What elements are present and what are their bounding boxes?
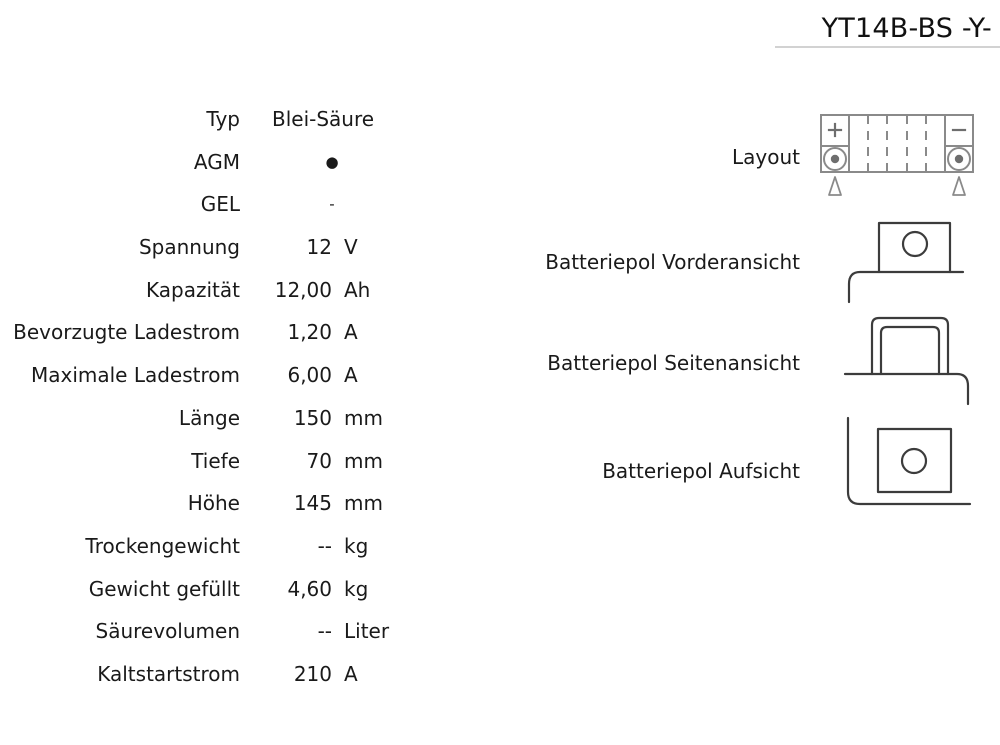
spec-value: 145	[293, 491, 332, 516]
spec-row: Bevorzugte Ladestrom 1,20 A	[0, 319, 420, 362]
spec-label: Trockengewicht	[85, 533, 240, 558]
spec-row: Maximale Ladestrom 6,00 A	[0, 362, 420, 405]
spec-row: Höhe 145 mm	[0, 490, 420, 533]
spec-value: Blei-Säure	[272, 107, 375, 131]
title-divider	[775, 46, 1000, 48]
spec-value: -	[329, 195, 335, 214]
spec-value: --	[317, 619, 332, 644]
spec-label: Typ	[206, 107, 240, 131]
spec-value: 4,60	[287, 576, 332, 601]
battery-terminal-top-view-icon	[846, 416, 972, 506]
battery-model-title: YT14B-BS -Y-	[821, 13, 992, 44]
spec-row: Spannung 12 V	[0, 234, 420, 277]
positive-terminal-dot	[830, 154, 840, 164]
spec-row: Gewicht gefüllt 4,60 kg	[0, 576, 420, 619]
diagram-label-layout: Layout	[732, 145, 800, 169]
spec-value: 70	[306, 448, 332, 473]
spec-row: Säurevolumen -- Liter	[0, 618, 420, 661]
spec-unit: A	[344, 363, 358, 388]
battery-terminal-front-view-icon	[847, 221, 965, 304]
spec-value: --	[317, 533, 332, 558]
spec-label: Höhe	[187, 491, 240, 516]
spec-unit: V	[344, 235, 358, 260]
diagram-label-front-view: Batteriepol Vorderansicht	[545, 250, 800, 274]
spec-row: Kapazität 12,00 Ah	[0, 277, 420, 320]
spec-label: Kapazität	[146, 277, 240, 302]
spec-value: 6,00	[287, 363, 332, 388]
spec-value: 12	[306, 235, 332, 260]
spec-row: Tiefe 70 mm	[0, 448, 420, 491]
spec-unit: A	[344, 320, 358, 345]
spec-row: Länge 150 mm	[0, 405, 420, 448]
spec-label: Gewicht gefüllt	[88, 576, 240, 601]
battery-layout-icon	[820, 114, 974, 196]
spec-value: ●	[325, 152, 339, 171]
spec-row: Trockengewicht -- kg	[0, 533, 420, 576]
spec-label: Bevorzugte Ladestrom	[13, 320, 240, 345]
spec-label: Tiefe	[191, 448, 240, 473]
spec-unit: mm	[344, 448, 383, 473]
spec-unit: Ah	[344, 277, 371, 302]
spec-unit: kg	[344, 576, 369, 601]
spec-label: Spannung	[138, 235, 240, 260]
spec-label: Säurevolumen	[95, 619, 240, 644]
spec-unit: mm	[344, 491, 383, 516]
spec-unit: A	[344, 661, 358, 686]
spec-row: Typ Blei-Säure	[0, 106, 420, 149]
spec-label: AGM	[193, 149, 240, 174]
diagram-label-side-view: Batteriepol Seitenansicht	[547, 351, 800, 375]
spec-value: 12,00	[274, 277, 332, 302]
spec-label: GEL	[200, 192, 240, 217]
mount-triangle-right	[952, 176, 966, 196]
spec-label: Länge	[178, 405, 240, 430]
battery-terminal-side-view-icon	[843, 316, 970, 406]
spec-unit: Liter	[344, 619, 390, 644]
spec-value: 210	[293, 661, 332, 686]
spec-value: 1,20	[287, 320, 332, 345]
spec-unit: mm	[344, 405, 383, 430]
spec-label: Maximale Ladestrom	[30, 363, 240, 388]
diagram-label-top-view: Batteriepol Aufsicht	[602, 459, 800, 483]
page-title: YT14B-BS -Y-	[600, 12, 992, 46]
mount-triangle-left	[828, 176, 842, 196]
spec-row: GEL -	[0, 191, 420, 234]
spec-row: AGM ●	[0, 149, 420, 192]
spec-row: Kaltstartstrom 210 A	[0, 661, 420, 704]
negative-terminal-dot	[954, 154, 964, 164]
spec-unit: kg	[344, 533, 369, 558]
spec-label: Kaltstartstrom	[97, 661, 240, 686]
spec-value: 150	[293, 405, 332, 430]
